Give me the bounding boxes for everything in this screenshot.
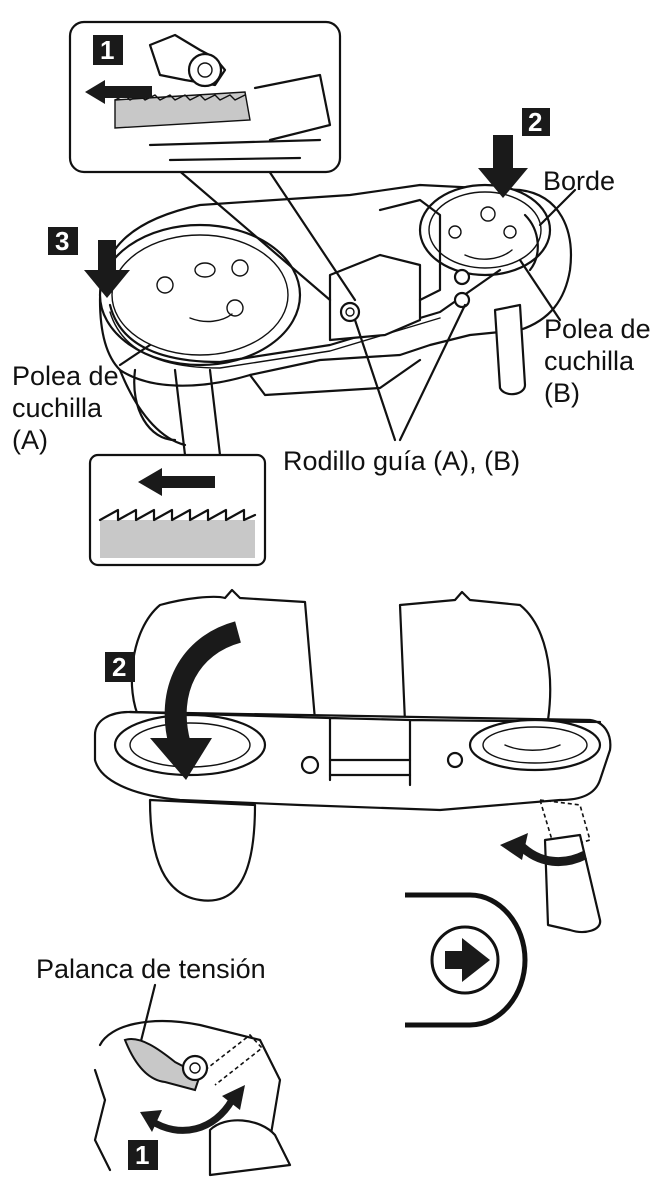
label-palanca-tension: Palanca de tensión xyxy=(36,954,266,984)
direction-arrow-icon xyxy=(138,468,162,496)
grip-left-middle xyxy=(148,798,257,902)
label-polea-b-line3: (B) xyxy=(544,378,580,408)
label-polea-a-line2: cuchilla xyxy=(12,393,103,423)
tension-lever xyxy=(123,1038,202,1092)
guide-roller-a xyxy=(339,301,361,323)
step-marker-middle-2: 2 xyxy=(105,652,135,682)
label-borde: Borde xyxy=(543,166,615,196)
blade-wheel-b-middle xyxy=(468,718,602,772)
step-number: 2 xyxy=(528,107,542,137)
inset-detail-blade-insert xyxy=(68,20,342,174)
step-number: 1 xyxy=(100,35,114,65)
step-marker-bottom-1: 1 xyxy=(128,1140,158,1170)
grip-left-top xyxy=(133,368,177,442)
step-marker-top-1: 1 xyxy=(93,35,123,65)
rotate-lever-arrow-icon xyxy=(140,1085,245,1134)
blade-wheel-a xyxy=(98,223,302,367)
step-marker-top-3: 3 xyxy=(48,226,78,256)
handle-right-middle xyxy=(543,833,602,934)
top-figure: 1 2 3 Borde Polea de cuchilla (B) Polea … xyxy=(12,20,651,567)
down-arrow-icon xyxy=(478,135,528,198)
label-polea-a-line1: Polea de xyxy=(12,361,119,391)
step-number: 2 xyxy=(112,652,126,682)
step-marker-top-2: 2 xyxy=(522,107,550,137)
handle-right-top xyxy=(493,303,527,396)
inset-detail-teeth xyxy=(88,368,267,567)
saw-skirt-top xyxy=(118,358,422,447)
blade-wheel-b xyxy=(418,183,552,277)
hand-grip xyxy=(208,1119,292,1177)
label-polea-a-line3: (A) xyxy=(12,425,48,455)
rodillo-leader xyxy=(353,303,467,442)
step-number: 1 xyxy=(135,1140,149,1170)
bottom-figure: Palanca de tensión 1 xyxy=(36,954,292,1177)
tension-lever-dashed xyxy=(204,1033,264,1086)
label-polea-b-line1: Polea de xyxy=(544,314,651,344)
step-number: 3 xyxy=(55,226,69,256)
label-polea-b-line2: cuchilla xyxy=(544,346,635,376)
tension-body xyxy=(93,1019,282,1172)
guide-roller-b xyxy=(453,268,471,309)
label-rodillo-guia: Rodillo guía (A), (B) xyxy=(283,446,520,476)
arrow-right-icon xyxy=(405,892,528,1028)
curved-arrow-icon xyxy=(500,833,588,867)
cover-left xyxy=(130,588,317,722)
close-cover-arrow-icon xyxy=(150,621,242,780)
down-arrow-icon xyxy=(84,240,130,298)
cover-right xyxy=(398,590,552,724)
middle-figure: 2 xyxy=(93,588,612,934)
saw-blade-top xyxy=(108,268,502,364)
